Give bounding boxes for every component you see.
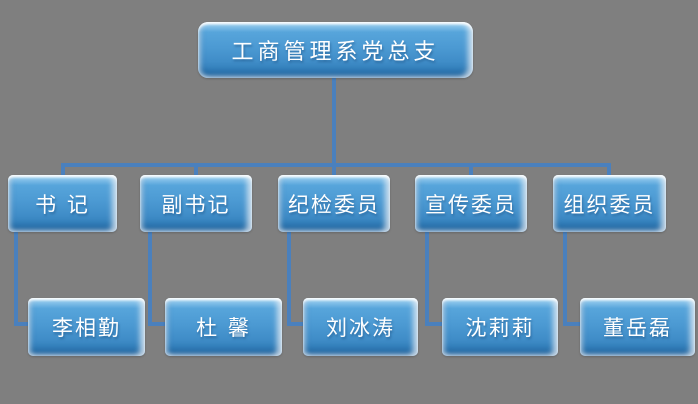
connector-stub-organization [607,167,611,176]
role-node-deputy-secretary: 副书记 [140,175,252,232]
member-node-liu-bingtao-label: 刘冰涛 [326,316,395,340]
connector-main-horizontal [61,163,611,167]
member-node-shen-lili: 沈莉莉 [442,298,558,356]
connector-stub-publicity [469,167,473,176]
connector-discipline-member-vertical [287,231,291,326]
member-node-li-xiangqin: 李相勤 [28,298,145,356]
connector-deputy-secretary-member-vertical [148,231,152,326]
connector-publicity-member-horizontal [425,322,443,326]
root-node: 工商管理系党总支 [198,22,473,78]
member-node-dong-yuelei: 董岳磊 [580,298,695,356]
role-node-discipline-label: 纪检委员 [288,192,380,217]
role-node-organization-label: 组织委员 [563,192,656,217]
connector-stub-deputy-secretary [194,167,198,176]
member-node-du-xin-label: 杜 馨 [196,316,251,340]
member-node-liu-bingtao: 刘冰涛 [303,298,418,356]
connector-secretary-member-vertical [14,231,18,326]
member-node-shen-lili-label: 沈莉莉 [465,316,535,340]
role-node-discipline: 纪检委员 [278,175,390,232]
connector-organization-member-vertical [563,231,567,326]
member-node-li-xiangqin-label: 李相勤 [52,316,121,340]
connector-discipline-member-horizontal [287,322,304,326]
member-node-du-xin: 杜 馨 [165,298,282,356]
role-node-secretary-label: 书 记 [35,192,90,217]
connector-secretary-member-horizontal [14,322,29,326]
role-node-organization: 组织委员 [553,175,666,232]
role-node-publicity-label: 宣传委员 [425,192,517,217]
connector-publicity-member-vertical [425,231,429,326]
member-node-dong-yuelei-label: 董岳磊 [603,316,672,340]
connector-stub-discipline [332,167,336,176]
root-node-label: 工商管理系党总支 [231,40,440,65]
connector-stub-secretary [61,167,65,176]
connector-deputy-secretary-member-horizontal [148,322,166,326]
connector-root-vertical [332,78,336,163]
role-node-deputy-secretary-label: 副书记 [161,192,231,217]
connector-organization-member-horizontal [563,322,581,326]
role-node-secretary: 书 记 [8,175,117,232]
role-node-publicity: 宣传委员 [415,175,527,232]
